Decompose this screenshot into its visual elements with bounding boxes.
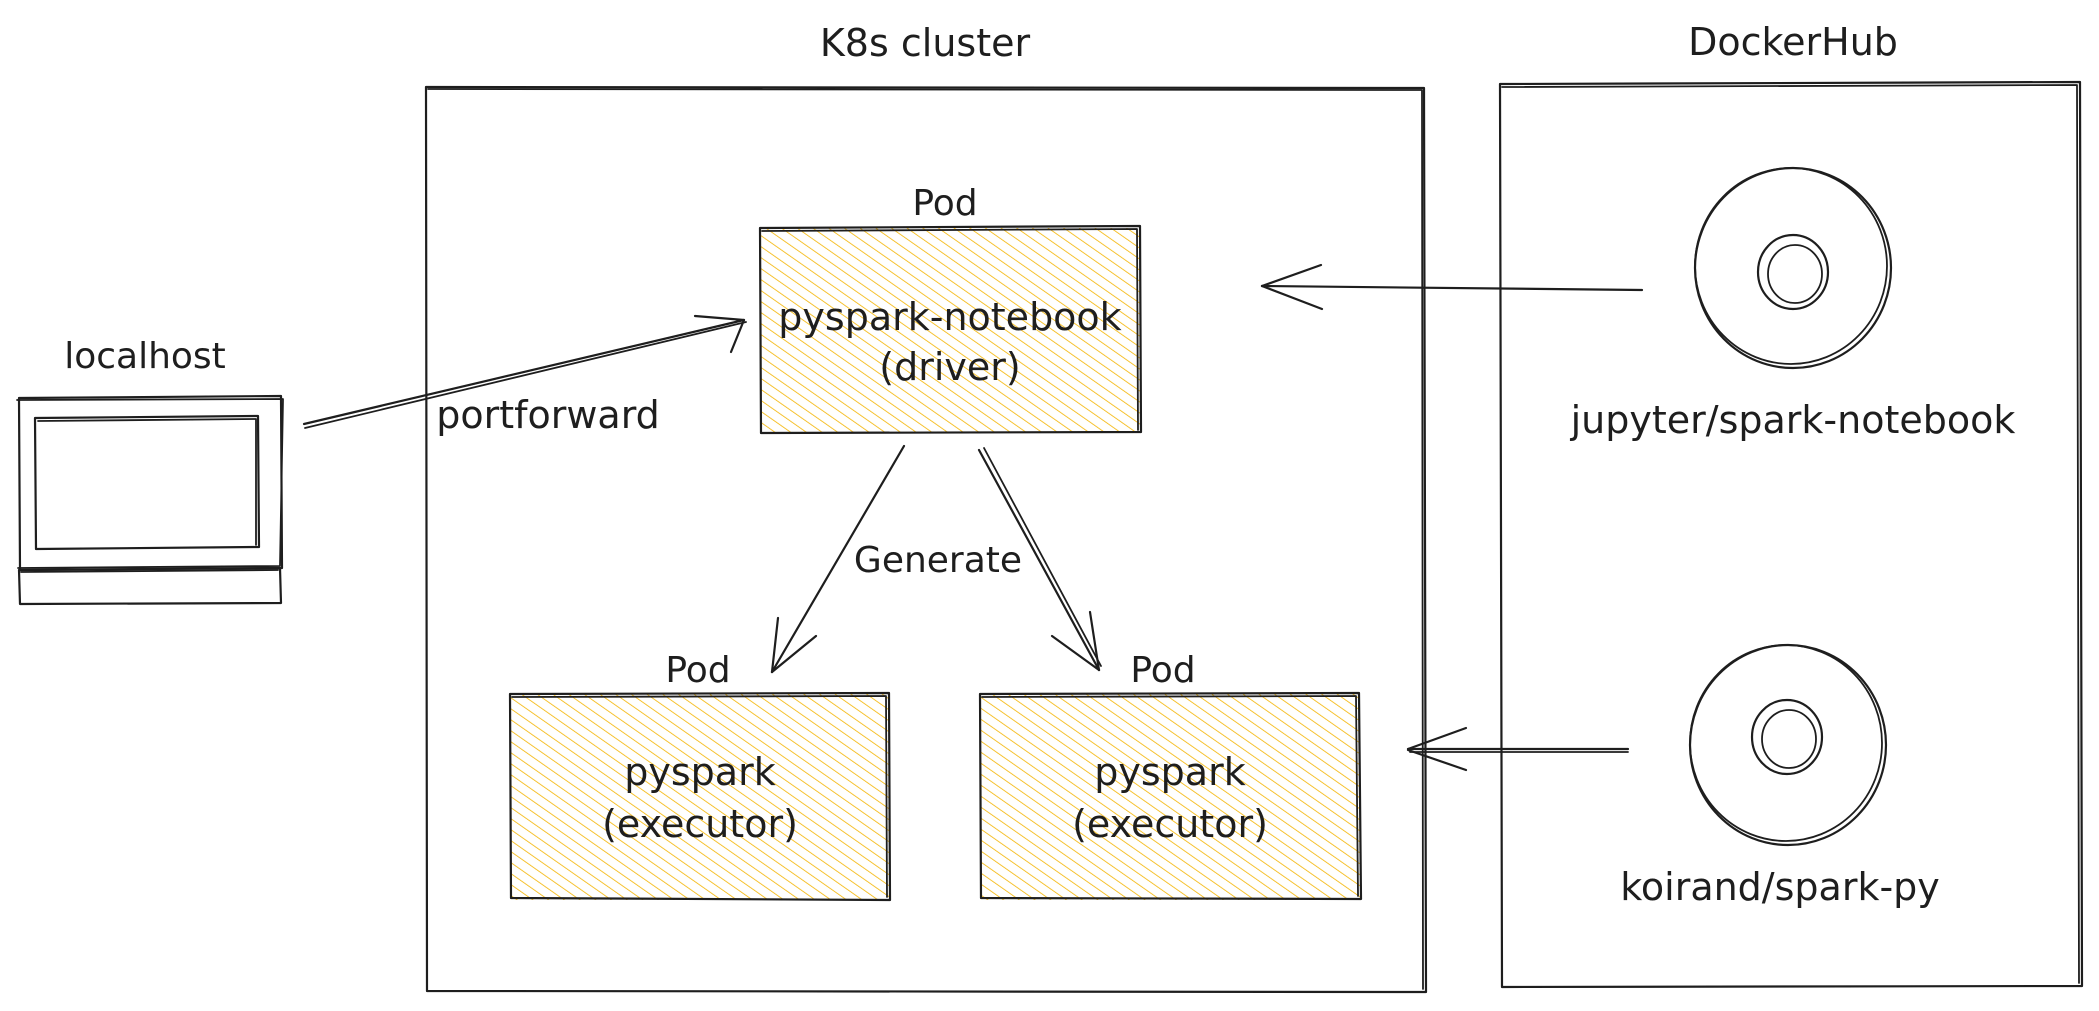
driver-pod-label: Pod (912, 183, 977, 224)
portforward-label: portforward (436, 393, 660, 437)
driver-pod-box (760, 228, 1140, 432)
executor-pod-2: Pod pyspark (executor) (978, 650, 1363, 901)
image-name-jupyter: jupyter/spark-notebook (1570, 398, 2016, 442)
k8s-cluster: K8s cluster (424, 21, 1428, 994)
dockerhub-label: DockerHub (1688, 20, 1898, 64)
image-jupyter-spark-notebook: jupyter/spark-notebook (1570, 166, 2016, 442)
executor-pod-1-role: (executor) (602, 802, 798, 846)
executor-pod-1-name: pyspark (624, 750, 775, 794)
image-name-koirand: koirand/spark-py (1620, 865, 1940, 909)
executor-pod-2-role: (executor) (1072, 802, 1268, 846)
executor-pod-1-label: Pod (665, 650, 730, 691)
driver-pod-role: (driver) (879, 345, 1020, 389)
laptop-icon (16, 394, 284, 606)
disc-icon (1688, 643, 1888, 847)
cluster-label: K8s cluster (820, 21, 1031, 65)
image-koirand-spark-py: koirand/spark-py (1620, 643, 1940, 909)
dockerhub: DockerHub (1498, 20, 2084, 989)
executor-pod-1: Pod pyspark (executor) (508, 650, 892, 902)
localhost-group: localhost (16, 336, 284, 606)
generate-label: Generate (854, 540, 1022, 581)
pull-arrow-executor (1406, 726, 1630, 772)
driver-pod-name: pyspark-notebook (778, 295, 1121, 339)
portforward-arrow (302, 314, 747, 429)
generate-arrow-right (977, 447, 1102, 672)
executor-pod-2-box (980, 694, 1360, 900)
generate-arrow-left (770, 444, 906, 674)
executor-pod-1-box (510, 694, 890, 900)
localhost-label: localhost (64, 336, 226, 377)
driver-pod: Pod pyspark-notebook (driver) (758, 183, 1143, 435)
executor-pod-2-label: Pod (1130, 650, 1195, 691)
executor-pod-2-name: pyspark (1094, 750, 1245, 794)
pull-arrow-driver (1260, 263, 1644, 311)
disc-icon (1693, 166, 1893, 370)
